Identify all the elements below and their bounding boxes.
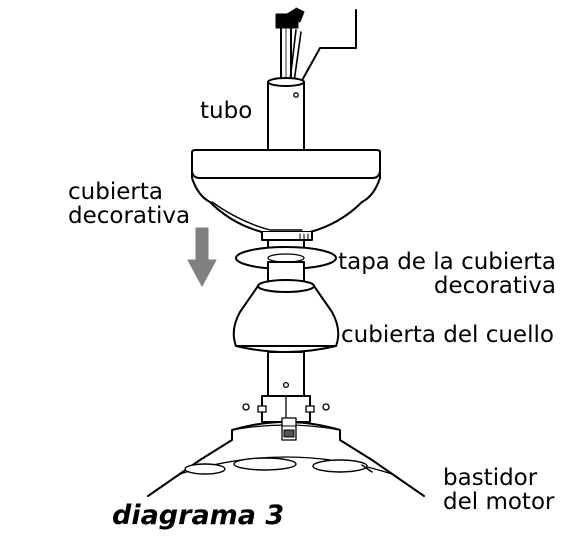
ground-wire (299, 9, 357, 85)
label-cubierta-decorativa-line1: cubierta (68, 179, 163, 205)
down-arrow (187, 227, 217, 287)
label-bastidor-line2: del motor (443, 489, 555, 515)
downrod-tube (267, 77, 305, 155)
label-tapa-cubierta: tapa de la cubierta decorativa (338, 250, 556, 298)
label-cubierta-cuello: cubierta del cuello (341, 322, 554, 348)
motor-yoke (242, 351, 330, 423)
wires (275, 7, 305, 89)
label-bastidor-line1: bastidor (443, 465, 538, 491)
diagram-caption: diagrama 3 (112, 500, 285, 531)
collar-cover (232, 279, 340, 353)
label-cubierta-decorativa: cubierta decorativa (68, 180, 190, 228)
canopy (191, 149, 381, 241)
label-tubo: tubo (200, 98, 253, 124)
label-cubierta-decorativa-line2: decorativa (68, 203, 191, 229)
label-tapa-line2: decorativa (433, 273, 556, 299)
label-tapa-line1: tapa de la cubierta (338, 249, 556, 275)
label-bastidor-motor: bastidor del motor (443, 466, 554, 514)
motor-housing (147, 417, 425, 497)
canopy-cover-ring (235, 246, 337, 270)
